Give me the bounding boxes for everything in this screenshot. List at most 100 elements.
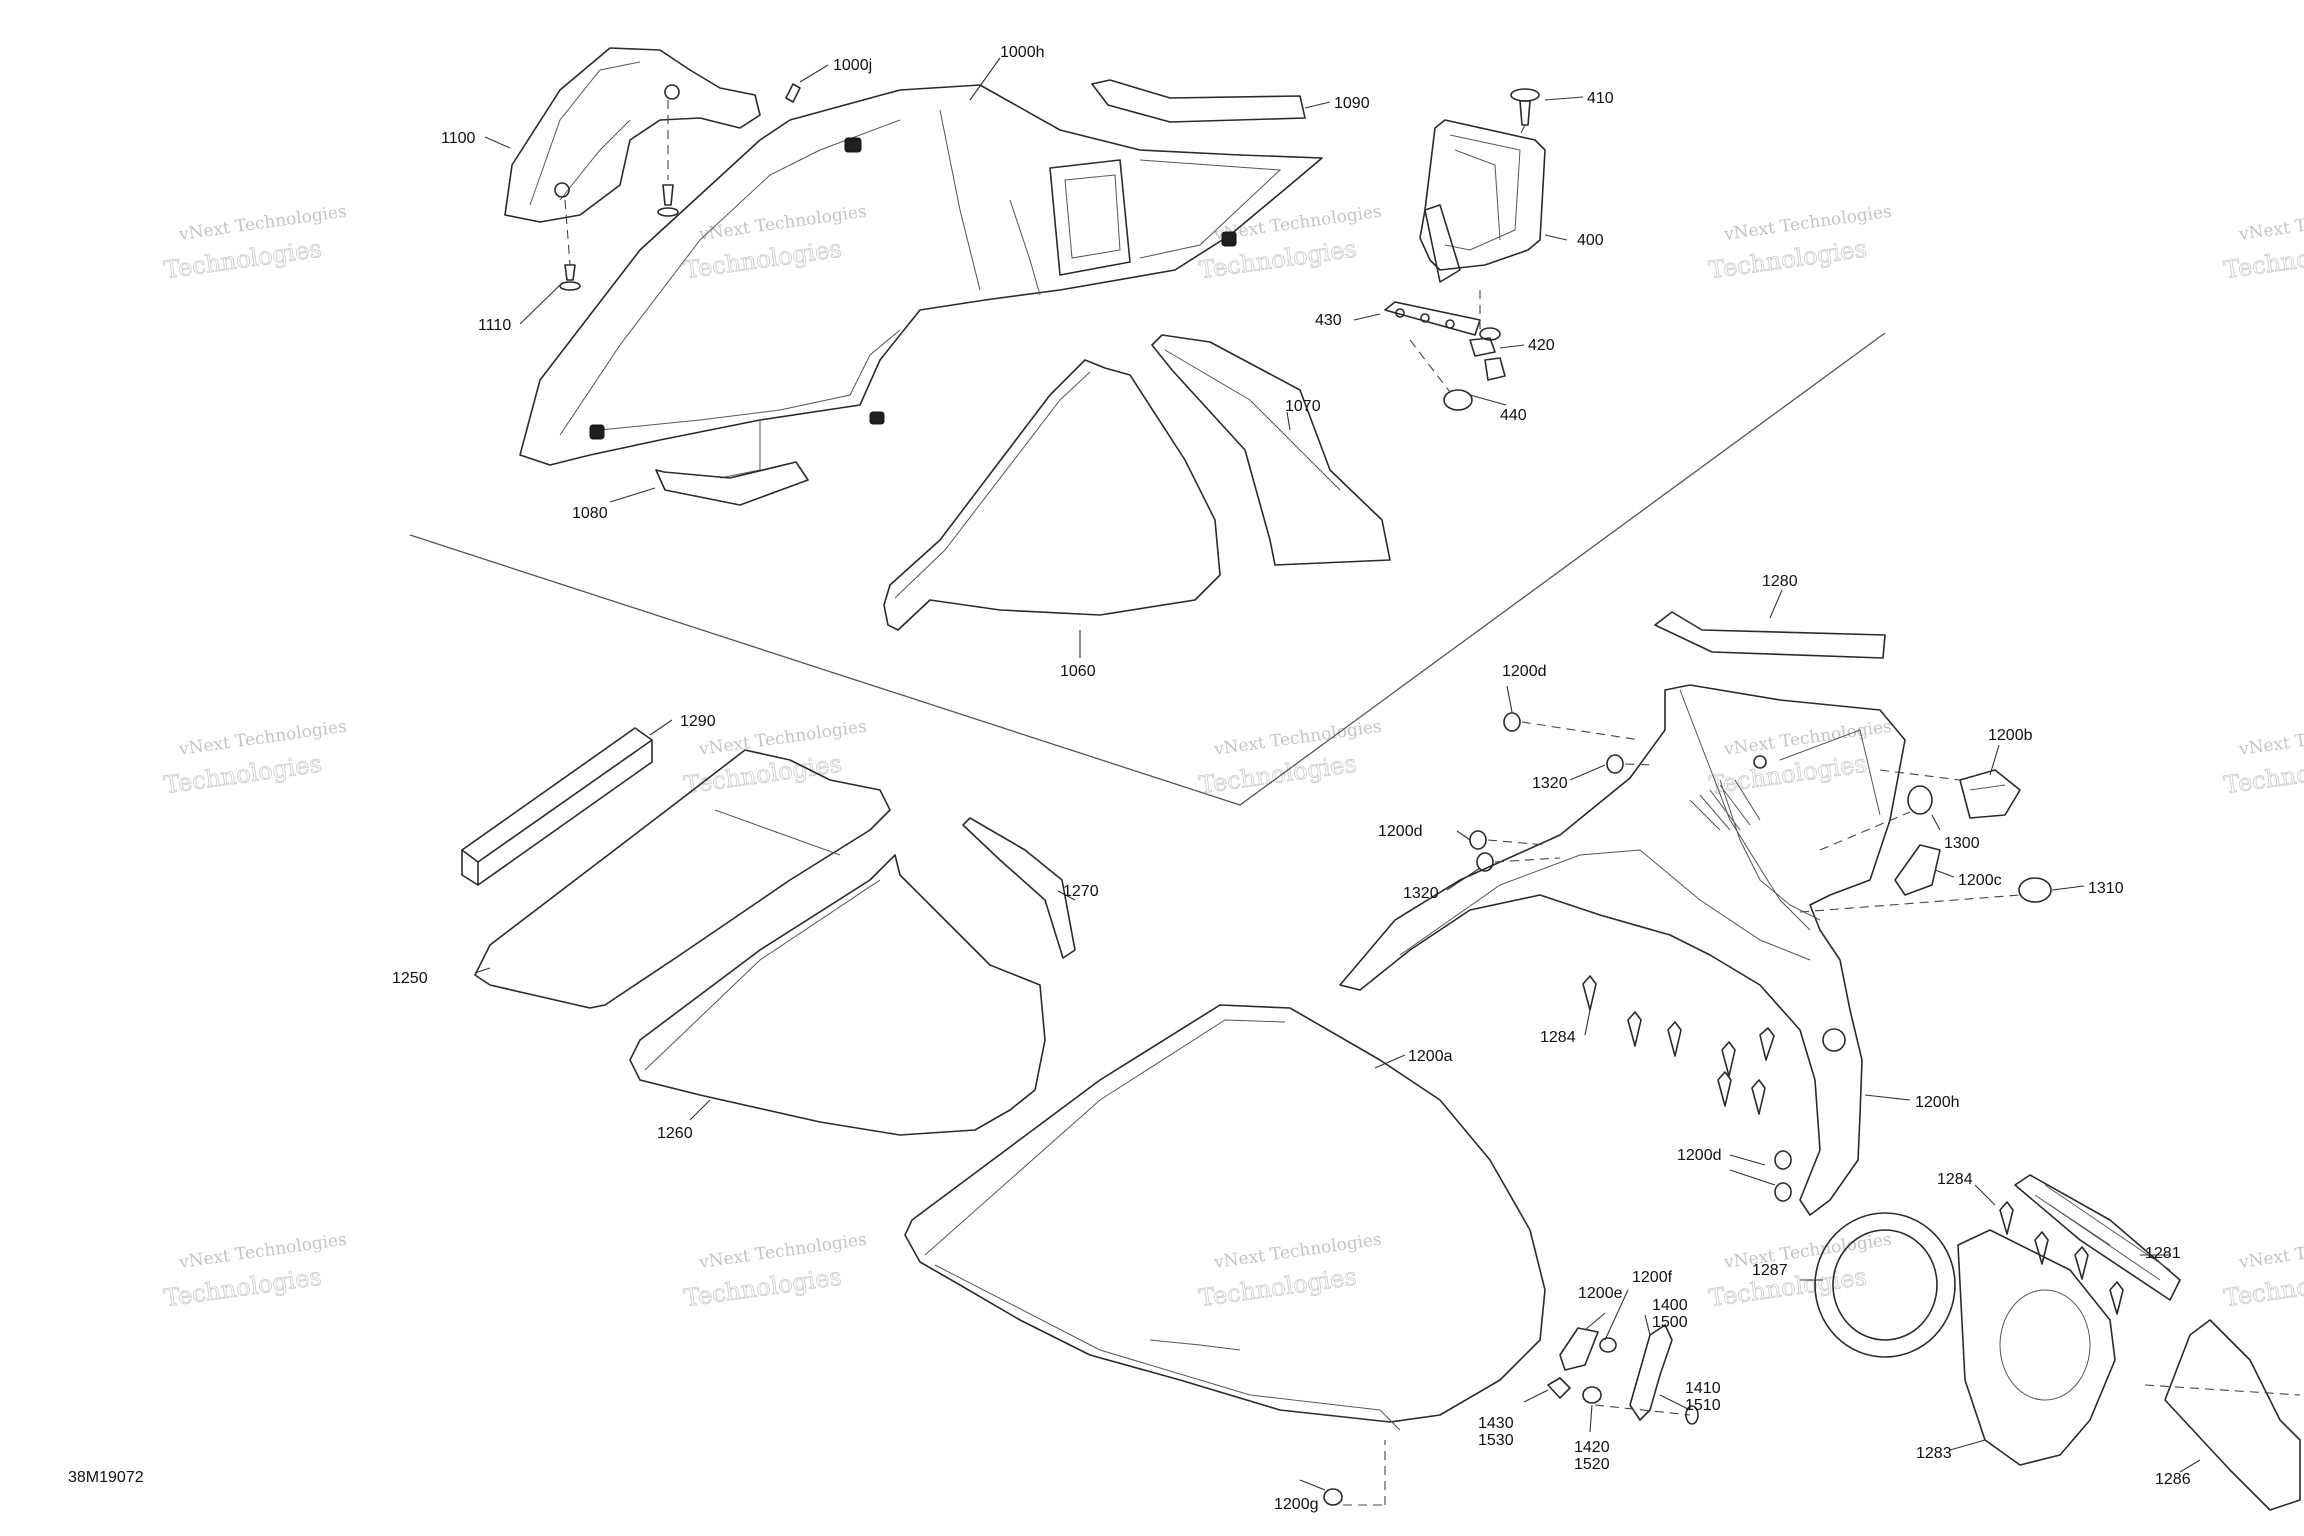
svg-text:Technologies: Technologies [2222,235,2304,285]
svg-text:vNext Technologies: vNext Technologies [2237,1230,2304,1273]
callout-1420: 1420 [1574,1439,1610,1456]
svg-text:Technologies: Technologies [2222,750,2304,800]
callout-1520: 1520 [1574,1456,1610,1473]
part-1200e-bracket [1559,1327,1599,1371]
diagram-reference-number: 38M19072 [68,1469,144,1486]
part-1281-grille [2014,1174,2181,1301]
part-1284-screws-lower [1999,1201,2124,1315]
part-1260-panel [629,854,1046,1136]
part-1200h-side-fairing [1339,684,1906,1216]
svg-text:vNext Technologies: vNext Technologies [1722,202,1893,245]
leader-lines [474,57,2201,1491]
part-1070-trim [1151,334,1391,566]
part-400-light-housing [1419,119,1546,283]
callout-1281: 1281 [2145,1245,2181,1262]
part-1090-pad [1091,79,1306,123]
callout-1200f: 1200f [1632,1269,1673,1286]
part-430-bracket [1384,301,1481,336]
callout-1200g: 1200g [1274,1496,1319,1513]
part-1283-duct [1957,1229,2116,1466]
callout-1090: 1090 [1334,95,1370,112]
svg-text:vNext Technologies: vNext Technologies [2237,202,2304,245]
callout-1310: 1310 [2088,880,2124,897]
callout-1320-mid: 1320 [1403,885,1439,902]
callout-1530: 1530 [1478,1432,1514,1449]
svg-text:vNext Technologies: vNext Technologies [177,202,348,245]
part-1284-screws [1582,975,1775,1115]
callout-1000h: 1000h [1000,44,1045,61]
watermark: vNext Technologies Technologies [1197,717,1383,800]
part-1080-pad [655,461,809,506]
part-1110-screws [559,100,679,291]
watermark: vNext Technologies Technologies [1707,1230,1893,1313]
part-1410-bolt [1594,1404,1699,1425]
svg-text:vNext Technologies: vNext Technologies [177,717,348,760]
part-1060-panel [883,359,1221,631]
part-420-nut [1469,290,1496,357]
svg-text:vNext Technologies: vNext Technologies [1212,202,1383,245]
svg-text:vNext Technologies: vNext Technologies [697,717,868,760]
callout-labels: 1100 1000j 1000h 1090 410 400 430 420 44… [392,44,2191,1513]
part-1420-washer [1582,1386,1602,1404]
part-1200a-bottom-panel [904,1004,1546,1431]
watermark: vNext Technologies Technologies [1197,1230,1383,1313]
callout-1410: 1410 [1685,1380,1721,1397]
callout-1260: 1260 [657,1125,693,1142]
watermark: vNext Technologies Technologies [2222,1230,2304,1313]
part-1400-bracket [1629,1324,1673,1421]
svg-text:vNext Technologies: vNext Technologies [697,202,868,245]
callout-1510: 1510 [1685,1397,1721,1414]
part-1287-ring [1814,1212,1956,1358]
watermark: vNext Technologies Technologies [682,202,868,285]
callout-1284-bottom: 1284 [1937,1171,1973,1188]
callout-1110: 1110 [478,317,511,334]
watermark: vNext Technologies Technologies [162,1230,348,1313]
part-1270-trim [962,817,1076,959]
svg-text:Technologies: Technologies [2222,1263,2304,1313]
callout-1100: 1100 [441,130,476,147]
callout-1320-top: 1320 [1532,775,1568,792]
part-1000h-main-fairing [519,84,1323,479]
callout-1070: 1070 [1285,398,1321,415]
watermark: vNext Technologies Technologies [162,202,348,285]
watermark: vNext Technologies Technologies [1707,202,1893,285]
callout-1200c: 1200c [1958,872,2002,889]
part-1250-panel [474,749,891,1009]
part-1000j-clip [785,83,801,103]
callout-1400: 1400 [1652,1297,1688,1314]
svg-text:vNext Technologies: vNext Technologies [697,1230,868,1273]
svg-text:vNext Technologies: vNext Technologies [1722,1230,1893,1273]
part-1280-pad [1654,611,1886,659]
callout-440: 440 [1500,407,1527,424]
callout-1286: 1286 [2155,1471,2191,1488]
callout-1200d-bottom: 1200d [1677,1147,1722,1164]
callout-1280: 1280 [1762,573,1798,590]
callout-1250: 1250 [392,970,428,987]
part-1200b-grommet [1879,769,2021,819]
part-1200g-washer [1323,1440,1386,1506]
watermark: vNext Technologies Technologies [2222,202,2304,285]
callout-1000j: 1000j [833,57,872,74]
watermark: vNext Technologies Technologies [2222,717,2304,800]
callout-1200d-top: 1200d [1502,663,1547,680]
part-1290-foam-block [461,727,653,886]
watermarks: vNext Technologies Technologies vNext Te… [162,202,2304,1313]
svg-text:vNext Technologies: vNext Technologies [2237,717,2304,760]
callout-400: 400 [1577,232,1604,249]
part-1300-bushing [1819,785,1933,851]
callout-1290: 1290 [680,713,716,730]
callout-1430: 1430 [1478,1415,1514,1432]
part-440-nut [1409,327,1506,411]
part-1100-bracket [504,47,761,223]
part-1310-fastener [1799,877,2052,913]
part-410-screw [1510,88,1540,136]
callout-410: 410 [1587,90,1614,107]
callout-1200e: 1200e [1578,1285,1623,1302]
part-1320-screws [1476,754,1656,872]
part-1286-duct [2144,1319,2301,1511]
callout-1200h: 1200h [1915,1094,1960,1111]
callout-1287: 1287 [1752,1262,1788,1279]
callout-1284-top: 1284 [1540,1029,1576,1046]
part-1200f-clip [1599,1337,1617,1353]
